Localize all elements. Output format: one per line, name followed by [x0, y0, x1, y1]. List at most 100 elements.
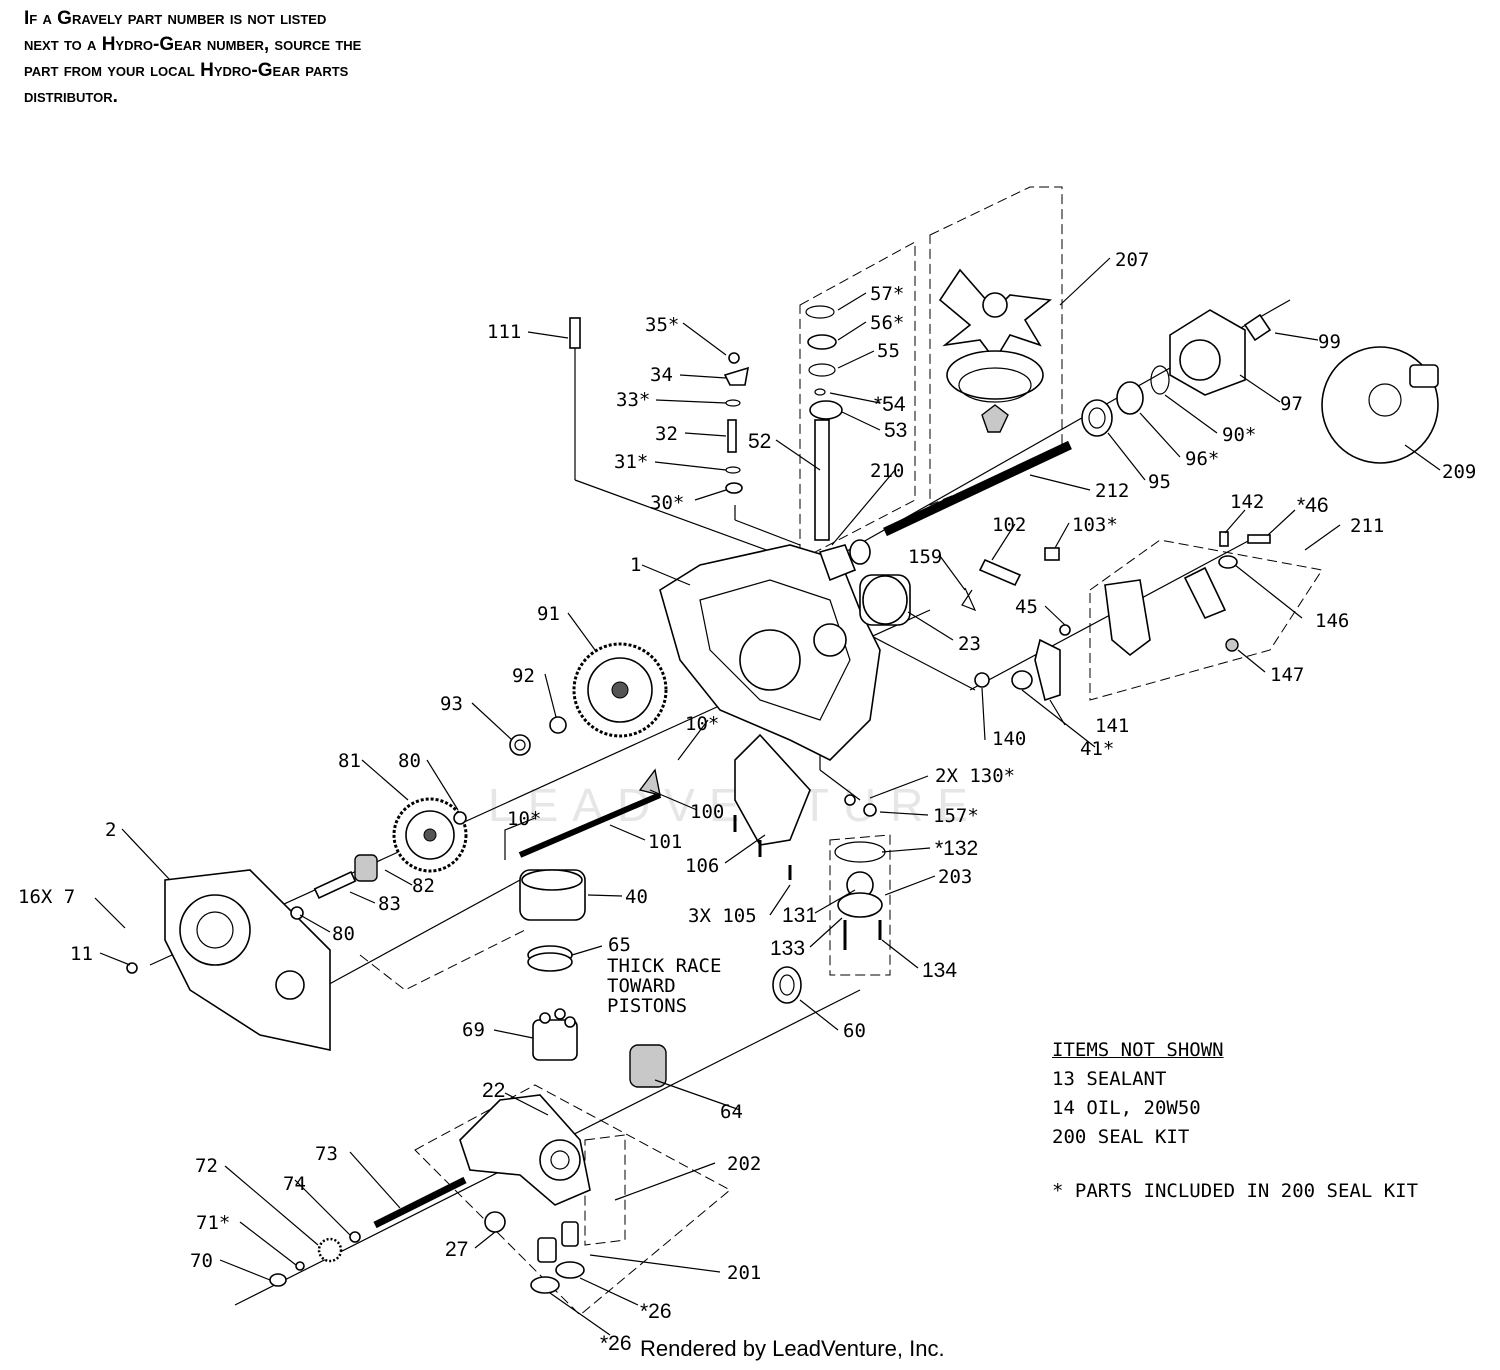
label-52: 52: [748, 430, 771, 453]
label-60: 60: [843, 1020, 866, 1042]
label-53: 53: [884, 419, 907, 442]
label-57: 57*: [870, 283, 904, 305]
label-210: 210: [870, 460, 904, 482]
label-101: 101: [648, 831, 682, 853]
label-157: 157*: [933, 805, 979, 827]
shaft-box: [799, 241, 916, 561]
label-35: 35*: [645, 314, 679, 336]
label-46: *46: [1297, 494, 1329, 517]
label-132: *132: [935, 837, 978, 860]
label-106: 106: [685, 855, 719, 877]
label-134: 134: [922, 959, 957, 982]
label-100: 100: [690, 801, 724, 823]
note-line: If a Gravely part number is not listed: [24, 8, 327, 29]
valve-box: [584, 1134, 626, 1246]
label-33: 33*: [616, 389, 650, 411]
label-70: 70: [190, 1250, 213, 1272]
label-26-left: *26: [600, 1332, 632, 1355]
items-not-shown-item: 14 OIL, 20W50: [1052, 1097, 1201, 1119]
label-56: 56*: [870, 312, 904, 334]
label-69: 69: [462, 1019, 485, 1041]
label-207: 207: [1115, 249, 1149, 271]
label-65: 65: [608, 934, 631, 956]
label-105: 3X 105: [688, 905, 757, 927]
label-64: 64: [720, 1101, 743, 1123]
sourcing-note: If a Gravely part number is not listed n…: [24, 6, 524, 110]
label-11: 11: [70, 943, 93, 965]
part-labels: 111 35* 34 33* 32 31* 30* 57* 56* 55 *54…: [18, 249, 1476, 1355]
label-65-note-2: TOWARD: [607, 975, 676, 997]
seal-kit-note: * PARTS INCLUDED IN 200 SEAL KIT: [1052, 1180, 1419, 1202]
credit-line: Rendered by LeadVenture, Inc.: [640, 1336, 945, 1361]
label-55: 55: [877, 340, 900, 362]
label-203: 203: [938, 866, 972, 888]
label-133: 133: [770, 937, 805, 960]
label-74: 74: [283, 1173, 306, 1195]
center-section-box: [414, 1084, 731, 1316]
label-83: 83: [378, 893, 401, 915]
note-line: part from your local Hydro-Gear parts: [24, 60, 349, 81]
label-27: 27: [445, 1238, 468, 1261]
label-211: 211: [1350, 515, 1384, 537]
label-209: 209: [1442, 461, 1476, 483]
label-92: 92: [512, 665, 535, 687]
label-31: 31*: [614, 451, 648, 473]
charge-pump-box: [829, 834, 891, 976]
label-73: 73: [315, 1143, 338, 1165]
label-91: 91: [537, 603, 560, 625]
label-212: 212: [1095, 480, 1129, 502]
label-140: 140: [992, 728, 1026, 750]
label-2: 2: [105, 819, 116, 841]
note-line: distributor.: [24, 86, 118, 107]
label-201: 201: [727, 1262, 761, 1284]
side-cover: [164, 869, 331, 1051]
label-82: 82: [412, 875, 435, 897]
label-131: 131: [782, 904, 817, 927]
label-30: 30*: [650, 492, 684, 514]
guide-line-left: [359, 929, 526, 991]
label-10-upper: 10*: [685, 713, 719, 735]
label-80-upper: 80: [398, 750, 421, 772]
label-99: 99: [1318, 331, 1341, 353]
label-41: 41*: [1080, 738, 1114, 760]
label-147: 147: [1270, 664, 1304, 686]
note-line: next to a Hydro-Gear number, source the: [24, 34, 362, 55]
label-102: 102: [992, 514, 1026, 536]
items-not-shown: ITEMS NOT SHOWN 13 SEALANT 14 OIL, 20W50…: [1052, 1036, 1224, 1152]
label-7: 16X 7: [18, 886, 75, 908]
label-103: 103*: [1072, 514, 1118, 536]
pulley: [946, 350, 1044, 400]
label-71: 71*: [196, 1212, 230, 1234]
label-159: 159: [908, 546, 942, 568]
label-97: 97: [1280, 393, 1303, 415]
wheel-hub-209: [1321, 346, 1439, 464]
label-141: 141: [1095, 715, 1129, 737]
watermark: LEADVENTURE: [488, 779, 982, 831]
fan-pulley-box: [929, 186, 1063, 506]
label-65-note-1: THICK RACE: [607, 955, 721, 977]
label-65-note-3: PISTONS: [607, 995, 687, 1017]
leader-lines: [94, 257, 1441, 1336]
label-22: 22: [482, 1079, 505, 1102]
label-90: 90*: [1222, 424, 1256, 446]
label-142: 142: [1230, 491, 1264, 513]
cylinder-block-69: [532, 1019, 578, 1061]
items-not-shown-item: 13 SEALANT: [1052, 1068, 1167, 1090]
label-34: 34: [650, 364, 673, 386]
label-23: 23: [958, 633, 981, 655]
label-26-right: *26: [640, 1300, 672, 1323]
label-96: 96*: [1185, 448, 1219, 470]
label-95: 95: [1148, 471, 1171, 493]
label-32: 32: [655, 423, 678, 445]
label-111: 111: [487, 321, 521, 343]
motor-block-64: [629, 1044, 667, 1088]
label-130: 2X 130*: [935, 765, 1015, 787]
items-not-shown-header: ITEMS NOT SHOWN: [1052, 1039, 1224, 1061]
label-93: 93: [440, 693, 463, 715]
label-80-lower: 80: [332, 923, 355, 945]
parts: [126, 268, 1439, 1294]
label-40: 40: [625, 886, 648, 908]
label-146: 146: [1315, 610, 1349, 632]
label-1: 1: [630, 554, 641, 576]
